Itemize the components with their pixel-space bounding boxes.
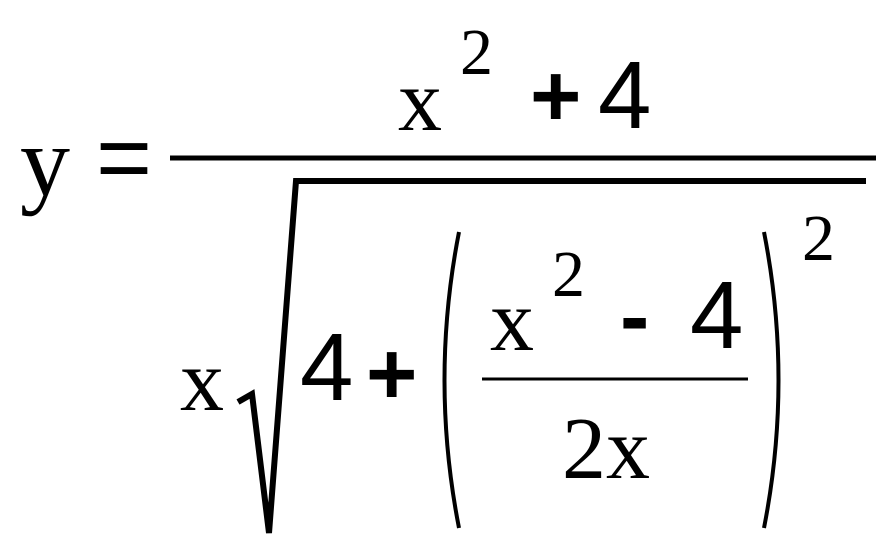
left-parenthesis bbox=[442, 231, 461, 529]
numerator-base: x bbox=[398, 53, 442, 150]
denominator-coefficient: x bbox=[180, 333, 224, 430]
inner-numerator-minus: - bbox=[620, 266, 650, 365]
numerator-plus: + bbox=[530, 46, 582, 145]
lhs-variable: y bbox=[20, 106, 70, 217]
inner-denominator: 2x bbox=[562, 401, 650, 498]
radical-sign bbox=[236, 178, 866, 534]
numerator-constant: 4 bbox=[598, 42, 652, 149]
radicand-plus: + bbox=[366, 324, 418, 423]
inner-numerator-exponent: 2 bbox=[552, 238, 585, 311]
right-parenthesis bbox=[762, 231, 781, 529]
equals-sign: = bbox=[96, 104, 153, 211]
outer-exponent: 2 bbox=[802, 202, 835, 275]
inner-numerator-base: x bbox=[490, 273, 534, 370]
radicand-constant: 4 bbox=[300, 314, 354, 421]
numerator-exponent: 2 bbox=[460, 16, 493, 89]
inner-numerator-constant: 4 bbox=[690, 262, 744, 369]
